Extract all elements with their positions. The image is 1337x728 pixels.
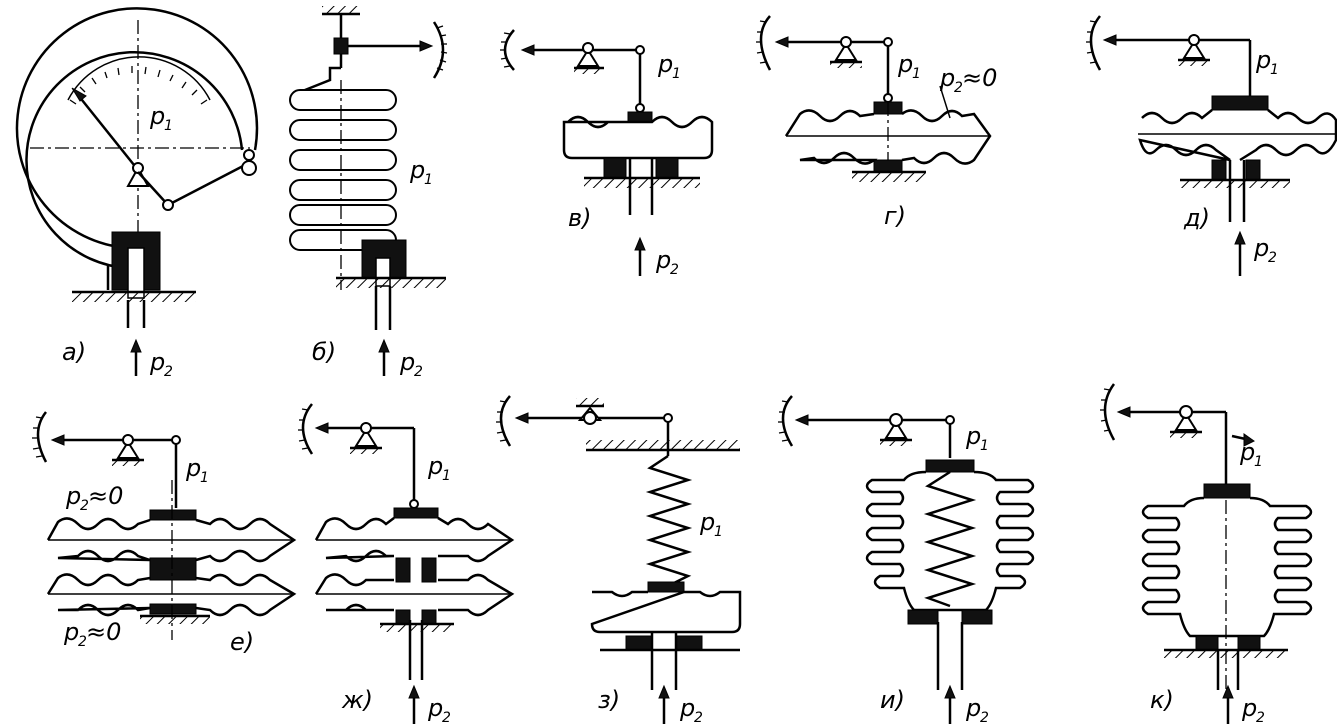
pivot-icon bbox=[1174, 412, 1198, 431]
svg-text:1: 1 bbox=[164, 118, 173, 134]
svg-text:1: 1 bbox=[200, 470, 209, 486]
caption-b: б) bbox=[312, 338, 336, 366]
caption-z: з) bbox=[598, 686, 620, 714]
svg-text:p: p bbox=[427, 452, 443, 480]
pivot-icon bbox=[116, 440, 140, 459]
svg-text:p: p bbox=[149, 348, 165, 376]
capsule-body bbox=[1138, 109, 1337, 162]
panel-d-capsule: p 2 p 1 д) bbox=[1086, 15, 1337, 276]
svg-text:2: 2 bbox=[80, 498, 89, 514]
svg-text:p: p bbox=[699, 508, 715, 536]
capsule-upper bbox=[314, 516, 515, 563]
svg-text:p: p bbox=[409, 156, 425, 184]
spring bbox=[923, 470, 977, 608]
bourdon-tube-inner bbox=[25, 51, 244, 270]
scale-icon bbox=[432, 21, 445, 79]
svg-text:1: 1 bbox=[912, 66, 921, 82]
ground-hatch bbox=[72, 292, 196, 302]
pivot-icon bbox=[834, 42, 858, 61]
caption-zh: ж) bbox=[341, 686, 373, 714]
svg-text:2: 2 bbox=[670, 262, 679, 278]
svg-text:p: p bbox=[679, 694, 695, 722]
svg-text:2: 2 bbox=[442, 710, 451, 726]
scale-icon bbox=[759, 15, 772, 71]
bourdon-tube-outer bbox=[15, 7, 259, 250]
svg-text:2: 2 bbox=[954, 80, 963, 96]
svg-text:≈0: ≈0 bbox=[88, 482, 123, 510]
svg-text:p: p bbox=[427, 694, 443, 722]
panel-zh-stacked-capsules: p 2 p 1 ж) bbox=[298, 403, 515, 726]
panel-a-bourdon-tube: p 2 p 1 а) bbox=[15, 7, 259, 380]
panel-e-double-capsule: p 2 ≈0 p 2 ≈0 p 1 е) bbox=[32, 411, 297, 656]
svg-text:p: p bbox=[657, 50, 673, 78]
panel-v-membrane: p 2 p 1 в) bbox=[500, 29, 714, 278]
svg-text:1: 1 bbox=[1254, 454, 1263, 470]
svg-text:p: p bbox=[1255, 46, 1271, 74]
svg-text:p: p bbox=[897, 50, 913, 78]
spring bbox=[645, 454, 693, 588]
bellows bbox=[865, 470, 1035, 612]
svg-text:2: 2 bbox=[164, 364, 173, 380]
caption-k: к) bbox=[1150, 686, 1174, 714]
svg-text:p: p bbox=[1253, 234, 1269, 262]
svg-text:1: 1 bbox=[672, 66, 681, 82]
helical-coils bbox=[289, 89, 397, 251]
svg-text:p: p bbox=[185, 454, 201, 482]
svg-text:2: 2 bbox=[1256, 710, 1265, 726]
panel-z-membrane-spring: p 2 p 1 з) bbox=[496, 395, 742, 726]
panel-g-capsule: p 2 ≈0 p 1 г) bbox=[756, 15, 997, 230]
svg-text:1: 1 bbox=[424, 172, 433, 188]
svg-text:2: 2 bbox=[414, 364, 423, 380]
svg-text:p: p bbox=[655, 246, 671, 274]
svg-text:1: 1 bbox=[980, 438, 989, 454]
svg-text:p: p bbox=[1239, 438, 1255, 466]
svg-text:p: p bbox=[63, 618, 79, 646]
svg-text:p: p bbox=[65, 482, 81, 510]
svg-text:2: 2 bbox=[694, 710, 703, 726]
scale-arc bbox=[67, 56, 211, 101]
svg-text:≈0: ≈0 bbox=[86, 618, 121, 646]
svg-text:1: 1 bbox=[1270, 62, 1279, 78]
svg-text:p: p bbox=[939, 64, 955, 92]
scale-icon bbox=[301, 403, 314, 455]
svg-text:p: p bbox=[149, 102, 165, 130]
scale-ticks bbox=[69, 66, 208, 105]
caption-i: и) bbox=[880, 686, 905, 714]
svg-text:2: 2 bbox=[1268, 250, 1277, 266]
svg-text:2: 2 bbox=[78, 634, 87, 650]
pointer-needle bbox=[77, 94, 139, 171]
pivot-icon bbox=[354, 428, 378, 447]
scale-icon bbox=[1089, 15, 1102, 71]
caption-e: е) bbox=[230, 628, 254, 656]
pivot-icon bbox=[576, 48, 600, 67]
scale-icon bbox=[503, 29, 515, 71]
svg-text:p: p bbox=[399, 348, 415, 376]
svg-text:2: 2 bbox=[980, 710, 989, 726]
svg-text:p: p bbox=[965, 422, 981, 450]
svg-text:1: 1 bbox=[714, 524, 723, 540]
bellows bbox=[1141, 496, 1313, 638]
svg-text:≈0: ≈0 bbox=[962, 64, 997, 92]
scale-icon bbox=[36, 411, 48, 463]
scale-icon bbox=[1103, 383, 1116, 441]
scale-icon bbox=[499, 395, 512, 447]
caption-g: г) bbox=[884, 202, 906, 230]
caption-a: а) bbox=[62, 338, 86, 366]
caption-v: в) bbox=[568, 204, 592, 232]
panel-i-bellows-spring: p 2 p 1 и) bbox=[778, 395, 1035, 726]
svg-text:p: p bbox=[965, 694, 981, 722]
pivot-icon bbox=[1182, 40, 1206, 59]
caption-d: д) bbox=[1183, 204, 1210, 232]
scale-icon bbox=[781, 395, 794, 447]
panel-k-bellows: p 2 p 1 к) bbox=[1100, 383, 1313, 726]
slider-block bbox=[333, 37, 349, 55]
svg-text:1: 1 bbox=[442, 468, 451, 484]
membrane-capsule bbox=[590, 590, 742, 634]
membrane-capsule bbox=[562, 115, 714, 160]
pivot-icon bbox=[884, 420, 908, 439]
panel-b-helical-tube: p 2 p 1 б) bbox=[289, 6, 448, 380]
svg-text:p: p bbox=[1241, 694, 1257, 722]
